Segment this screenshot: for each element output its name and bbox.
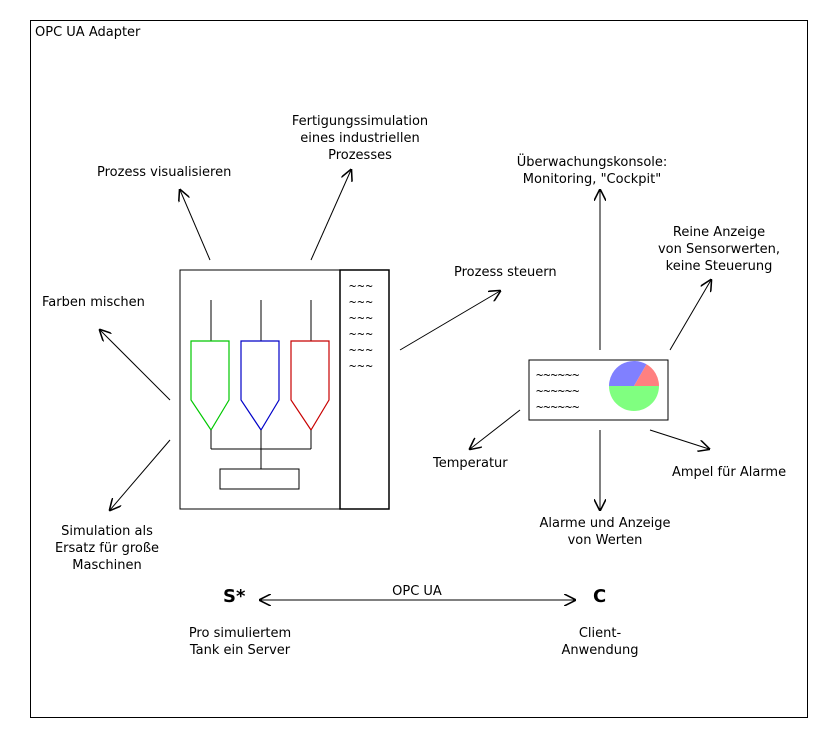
control-panel: [339, 269, 390, 510]
label-simulation: Fertigungssimulation eines industriellen…: [291, 114, 429, 163]
label-replacement: Simulation als Ersatz für große Maschine…: [54, 524, 160, 573]
server-caption: Pro simuliertem Tank ein Server: [188, 626, 292, 658]
frame-title: OPC UA Adapter: [35, 25, 141, 40]
label-alarm-light: Ampel für Alarme: [672, 465, 787, 480]
tank-left: [190, 340, 230, 432]
protocol-label: OPC UA: [392, 584, 442, 599]
label-mix: Farben mischen: [42, 295, 145, 310]
arrow-temperature: [470, 409, 521, 449]
tank-middle: [240, 340, 280, 432]
client-caption: Client- Anwendung: [561, 626, 639, 658]
label-alarms: Alarme und Anzeige von Werten: [539, 516, 671, 548]
label-control: Prozess steuern: [454, 265, 557, 280]
arrow-alarm-light: [649, 429, 709, 449]
diagram-frame: [30, 20, 808, 718]
arrow-mix: [100, 330, 171, 401]
client-symbol: C: [593, 586, 607, 607]
arrow-control: [399, 291, 500, 351]
arrow-replacement: [110, 439, 171, 510]
server-symbol: S*: [223, 586, 246, 607]
mixing-container: [219, 468, 300, 490]
arrow-sensor: [669, 280, 711, 351]
monitoring-console: [528, 359, 669, 421]
control-panel-readout: ~~~ ~~~ ~~~ ~~~ ~~~ ~~~: [349, 279, 374, 373]
label-temperature: Temperatur: [433, 456, 508, 471]
label-sensor: Reine Anzeige von Sensorwerten, keine St…: [657, 225, 781, 274]
arrow-visualize: [180, 190, 211, 261]
pie-chart-icon: [608, 360, 660, 411]
machine-box: [179, 269, 341, 510]
arrow-simulation: [310, 170, 351, 261]
tank-right: [290, 340, 330, 432]
label-visualize: Prozess visualisieren: [97, 165, 232, 180]
console-readout: ~~~~~~ ~~~~~~ ~~~~~~: [536, 368, 580, 414]
label-console: Überwachungskonsole: Monitoring, "Cockpi…: [516, 155, 668, 187]
